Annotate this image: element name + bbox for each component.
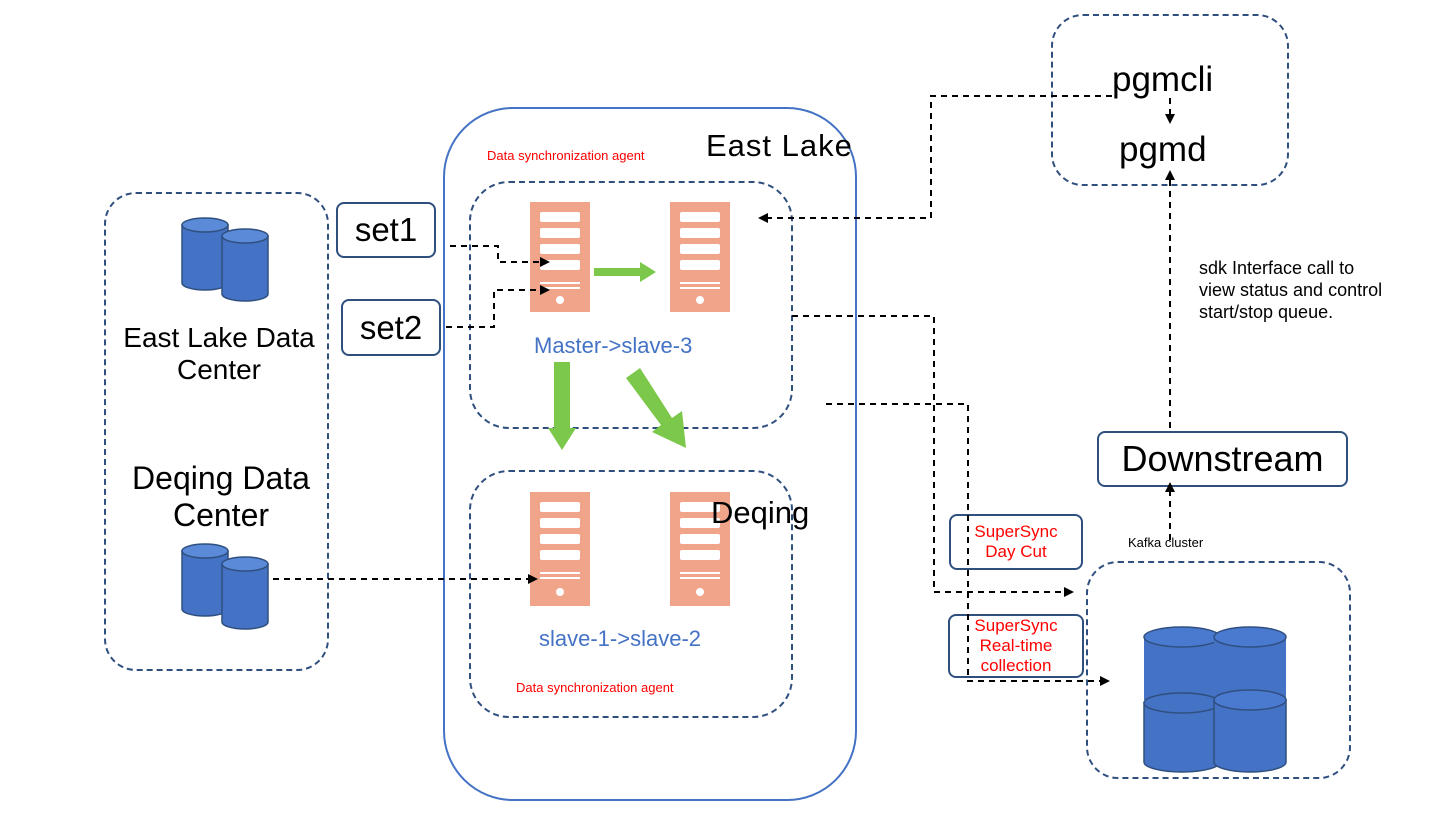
- deqing-dc-label: Deqing Data Center: [104, 460, 338, 534]
- set1-box: set1: [336, 202, 436, 258]
- master-group-box: [469, 181, 793, 429]
- realtime-connector: [826, 403, 1110, 686]
- kafka-database-icon: [1143, 626, 1287, 773]
- master-group-label: Master->slave-3: [534, 333, 693, 358]
- replication-arrow-right: [594, 262, 656, 282]
- set1-label: set1: [354, 211, 418, 248]
- kafka-cluster-box: [1086, 561, 1351, 779]
- sdk-note-line1: sdk Interface call to: [1199, 258, 1355, 278]
- set2-label: set2: [359, 308, 423, 346]
- supersync-daycut-line1: SuperSync: [974, 522, 1058, 541]
- server-icon: [670, 492, 730, 606]
- downstream-label: Downstream: [1121, 438, 1324, 479]
- pgmcli-control-connector: [758, 95, 1112, 223]
- sdk-note-line2: view status and control: [1199, 280, 1383, 300]
- east-lake-database-icon: [181, 217, 269, 302]
- east-lake-dc-label: East Lake Data Center: [104, 322, 334, 386]
- downstream-box: Downstream: [1097, 431, 1348, 487]
- east-lake-dc-line2: Center: [176, 354, 262, 385]
- deqing-group-box: [469, 470, 793, 718]
- agent-label-bottom: Data synchronization agent: [516, 680, 674, 695]
- pgmcli-label: pgmcli: [1112, 60, 1214, 99]
- dashed-connectors: [273, 95, 1175, 686]
- replication-arrow-down: [548, 362, 576, 450]
- datacenter-panel: [104, 192, 329, 671]
- kafka-cluster-label: Kafka cluster: [1128, 535, 1204, 550]
- supersync-daycut-box: SuperSync Day Cut: [949, 514, 1083, 570]
- deqing-title: Deqing: [711, 495, 810, 530]
- deqing-database-icon: [181, 543, 269, 630]
- set2-connector: [446, 285, 550, 328]
- server-icon: [530, 492, 590, 606]
- server-icon: [530, 202, 590, 312]
- slave-group-label: slave-1->slave-2: [539, 626, 702, 651]
- supersync-realtime-line3: collection: [980, 656, 1052, 675]
- supersync-realtime-line1: SuperSync: [974, 616, 1058, 635]
- sdk-note-line3: start/stop queue.: [1199, 302, 1334, 322]
- supersync-daycut-line2: Day Cut: [985, 542, 1047, 561]
- deqing-dc-line1: Deqing Data: [132, 460, 310, 496]
- east-lake-container: [443, 107, 857, 801]
- east-lake-title: East Lake: [706, 128, 853, 163]
- supersync-realtime-box: SuperSync Real-time collection: [948, 614, 1084, 678]
- agent-label-top: Data synchronization agent: [487, 148, 645, 163]
- daycut-connector: [792, 315, 1074, 597]
- deqing-dc-line2: Center: [172, 497, 270, 533]
- set1-connector: [450, 245, 550, 267]
- pgmd-label: pgmd: [1119, 130, 1207, 169]
- east-lake-dc-line1: East Lake Data: [123, 322, 315, 353]
- sdk-note: sdk Interface call to view status and co…: [1199, 257, 1382, 323]
- server-icon: [670, 202, 730, 312]
- set2-box: set2: [341, 299, 441, 356]
- replication-arrow-diagonal: [626, 368, 686, 448]
- supersync-realtime-line2: Real-time: [979, 636, 1053, 655]
